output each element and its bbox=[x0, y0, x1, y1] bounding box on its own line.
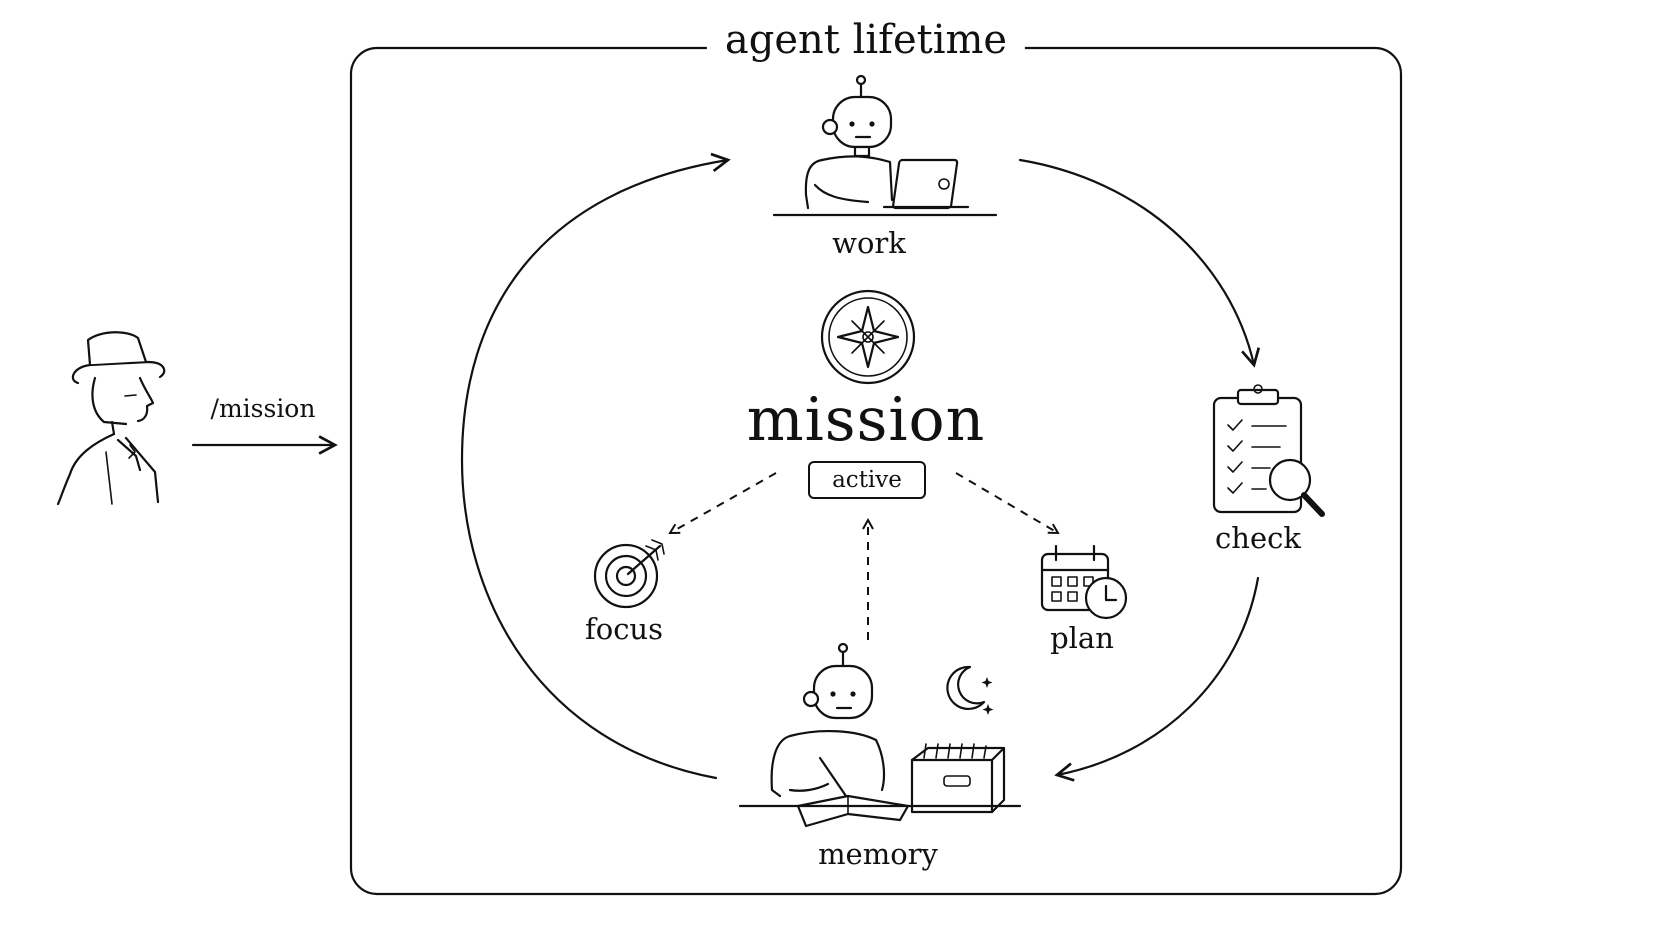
command-label: /mission bbox=[210, 394, 316, 423]
compass-icon bbox=[820, 289, 916, 385]
arrow-work-to-check bbox=[1018, 158, 1261, 368]
arrow-mission-to-focus bbox=[670, 472, 777, 533]
plan-calendar-icon bbox=[1040, 544, 1128, 620]
diagram-title: agent lifetime bbox=[706, 20, 1026, 60]
check-clipboard-icon bbox=[1212, 384, 1325, 517]
memory-robot-icon bbox=[738, 642, 1022, 828]
moon-stars-icon bbox=[946, 665, 994, 715]
arrow-mission-to-plan bbox=[955, 472, 1058, 533]
node-label-check: check bbox=[1215, 521, 1301, 555]
mission-relations bbox=[670, 472, 1058, 640]
mission-status-badge: active bbox=[808, 461, 926, 499]
node-label-work: work bbox=[832, 226, 906, 260]
cycle-arrows bbox=[460, 152, 1261, 782]
arrow-check-to-memory bbox=[1054, 576, 1260, 782]
mission-heading: mission bbox=[746, 385, 986, 455]
focus-target-icon bbox=[593, 539, 665, 609]
work-robot-icon bbox=[772, 74, 998, 217]
node-label-memory: memory bbox=[818, 837, 938, 871]
node-label-focus: focus bbox=[585, 612, 663, 646]
user-top-hat-icon bbox=[56, 331, 166, 506]
arrow-memory-to-work bbox=[460, 152, 731, 780]
node-label-plan: plan bbox=[1050, 621, 1114, 655]
